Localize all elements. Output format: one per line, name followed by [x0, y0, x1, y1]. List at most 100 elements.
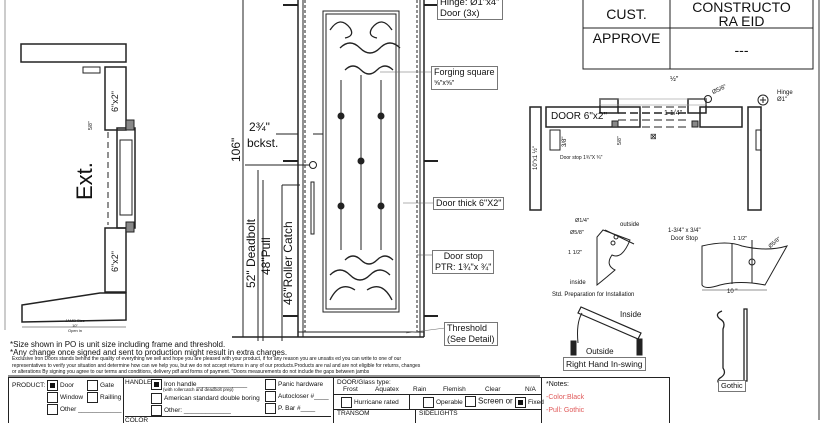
prep-dia-1-4: Ø1/4"	[575, 218, 589, 224]
hinge-callout-line1: Hinge: Ø1"x4"	[440, 0, 500, 8]
railling-checkbox[interactable]	[87, 392, 98, 403]
handle-pbar[interactable]: P. Bar #____	[265, 403, 315, 414]
door-checkbox[interactable]	[47, 380, 58, 391]
plan-door-stop: Door stop 1¾"X ¾"	[560, 155, 603, 161]
wall-bottom-label: 6"x2"	[110, 251, 120, 272]
operable-label: Operable	[436, 399, 463, 407]
color-row: COLOR	[125, 416, 331, 424]
plan-door-label: DOOR 6"x2"	[551, 111, 608, 122]
fixed-option[interactable]: Fixed	[515, 397, 544, 408]
panic-checkbox[interactable]	[265, 379, 276, 390]
hinge-callout-line2: Door (3x)	[440, 8, 480, 19]
product-other[interactable]: Other ____________	[47, 404, 121, 415]
screen-checkbox[interactable]	[465, 396, 476, 407]
jamb-size: 10"	[72, 323, 78, 328]
note-size: *Size shown in PO is unit size including…	[10, 340, 226, 349]
hurricane-option[interactable]: Hurricane rated	[341, 397, 399, 408]
pbar-label: P. Bar #	[278, 405, 301, 413]
backset-value: 2¾"	[249, 120, 270, 134]
operable-option[interactable]: Operable	[423, 397, 463, 408]
stop-detail	[701, 240, 789, 291]
plan-hinge-label: Hinge	[777, 90, 793, 96]
handle-other[interactable]: Other: _____________	[151, 405, 231, 416]
glass-divider	[409, 395, 410, 409]
forging-callout-line2: ⅝"x⅝"	[434, 80, 455, 87]
plan-five-eighths: 5/8"	[617, 136, 623, 145]
handle-other-checkbox[interactable]	[151, 405, 162, 416]
autocloser-checkbox[interactable]	[265, 391, 276, 402]
handle-section: HANDLE Iron handle______________ (with r…	[123, 378, 334, 424]
stop-detail-label: 1-3/4" x 3/4" Door Stop	[668, 227, 701, 243]
other-checkbox[interactable]	[47, 404, 58, 415]
cust-value-line2: RA EID	[718, 13, 765, 29]
gothic-handle-drawing	[716, 308, 748, 386]
american-checkbox[interactable]	[151, 393, 162, 404]
screen-label: Screen or	[478, 396, 513, 406]
handle-autocloser[interactable]: Autocloser #____	[265, 391, 329, 402]
railling-option-label: Railling	[100, 394, 122, 402]
plan-square-icon: ⊠	[650, 132, 657, 141]
handle-american[interactable]: American standard double boring	[151, 393, 260, 404]
plan-hinge: Hinge Ø1"	[777, 90, 793, 104]
iron-handle-checkbox[interactable]	[151, 379, 162, 390]
transom-divider	[415, 409, 416, 423]
screen-option[interactable]: Screen or	[465, 396, 513, 407]
glass-clear[interactable]: Clear	[485, 386, 501, 393]
threshold-callout-line2: (See Detail)	[447, 334, 495, 344]
door-thick-callout: Door thick 6"X2"	[433, 197, 505, 210]
glass-frost[interactable]: Frost	[343, 386, 358, 393]
plan-half-inch: ½"	[670, 76, 679, 83]
stop-width: 10 "	[727, 289, 738, 295]
roller-catch-height: 46"Roller Catch	[281, 221, 295, 305]
title-block-lines	[582, 0, 814, 70]
door-stop-callout: Door stop PTR: 1¾"x ¾"	[432, 250, 495, 274]
handle-iron[interactable]: Iron handle______________	[151, 379, 247, 390]
forging-callout-line1: Forging square	[434, 67, 495, 77]
pbar-checkbox[interactable]	[265, 403, 276, 414]
handle-panic[interactable]: Panic hardware	[265, 379, 323, 390]
approve-label: APPROVE	[592, 30, 661, 46]
plan-jamb: 10"x1 ½"	[533, 146, 539, 170]
panic-label: Panic hardware	[278, 381, 324, 389]
door-stop-callout-line1: Door stop	[443, 251, 483, 261]
cust-value-line1: CONSTRUCTO	[692, 0, 791, 15]
prep-one-half: 1 1/2"	[568, 250, 583, 256]
note-color: -Color:Black	[546, 394, 585, 401]
color-label: COLOR	[125, 417, 149, 424]
product-window[interactable]: Window	[47, 392, 83, 403]
cust-value: CONSTRUCTO RA EID	[670, 0, 813, 28]
plan-hinge-dia: Ø1"	[777, 97, 788, 103]
glass-aquatex[interactable]: Aquatex	[375, 386, 399, 393]
plan-three-eighths: 3/8"	[562, 136, 568, 147]
prep-caption: Std. Preparation for Installation	[552, 292, 635, 298]
door-stop-callout-line2: PTR: 1¾"x ¾"	[435, 262, 492, 272]
glass-dim: 5/8"	[88, 121, 94, 130]
glass-na[interactable]: N/A	[525, 386, 536, 393]
product-door[interactable]: Door	[47, 380, 74, 391]
product-railling[interactable]: Railling	[87, 392, 121, 403]
gate-option-label: Gate	[100, 382, 115, 390]
backset-label: bckst.	[247, 136, 279, 150]
cust-label: CUST.	[606, 6, 647, 22]
forging-callout: Forging square ⅝"x⅝"	[431, 66, 498, 90]
deadbolt-height: 52" Deadbolt	[244, 219, 258, 288]
product-gate[interactable]: Gate	[87, 380, 114, 391]
hurricane-checkbox[interactable]	[341, 397, 352, 408]
operable-checkbox[interactable]	[423, 397, 434, 408]
fine-print-line2: representatives to verify your situation…	[12, 362, 421, 369]
american-label: American standard double boring	[164, 395, 260, 403]
glass-rain[interactable]: Rain	[413, 386, 427, 393]
autocloser-label: Autocloser #	[278, 393, 315, 401]
stop-detail-line1: 1-3/4" x 3/4"	[668, 228, 701, 234]
jamb-note: JAMB Size 10" Open in	[60, 318, 90, 333]
fine-print: Exclusive Iron Doors stands behind the q…	[12, 356, 420, 376]
gate-checkbox[interactable]	[87, 380, 98, 391]
notes-section: *Notes: -Color:Black -Pull: Gothic	[541, 377, 670, 422]
transom-label: TRANSOM	[337, 410, 370, 417]
stop-one-half: 1 1/2"	[733, 236, 748, 242]
glass-flemish[interactable]: Flemish	[443, 386, 466, 393]
threshold-callout: Threshold (See Detail)	[444, 322, 498, 346]
fixed-checkbox[interactable]	[515, 397, 526, 408]
window-checkbox[interactable]	[47, 392, 58, 403]
